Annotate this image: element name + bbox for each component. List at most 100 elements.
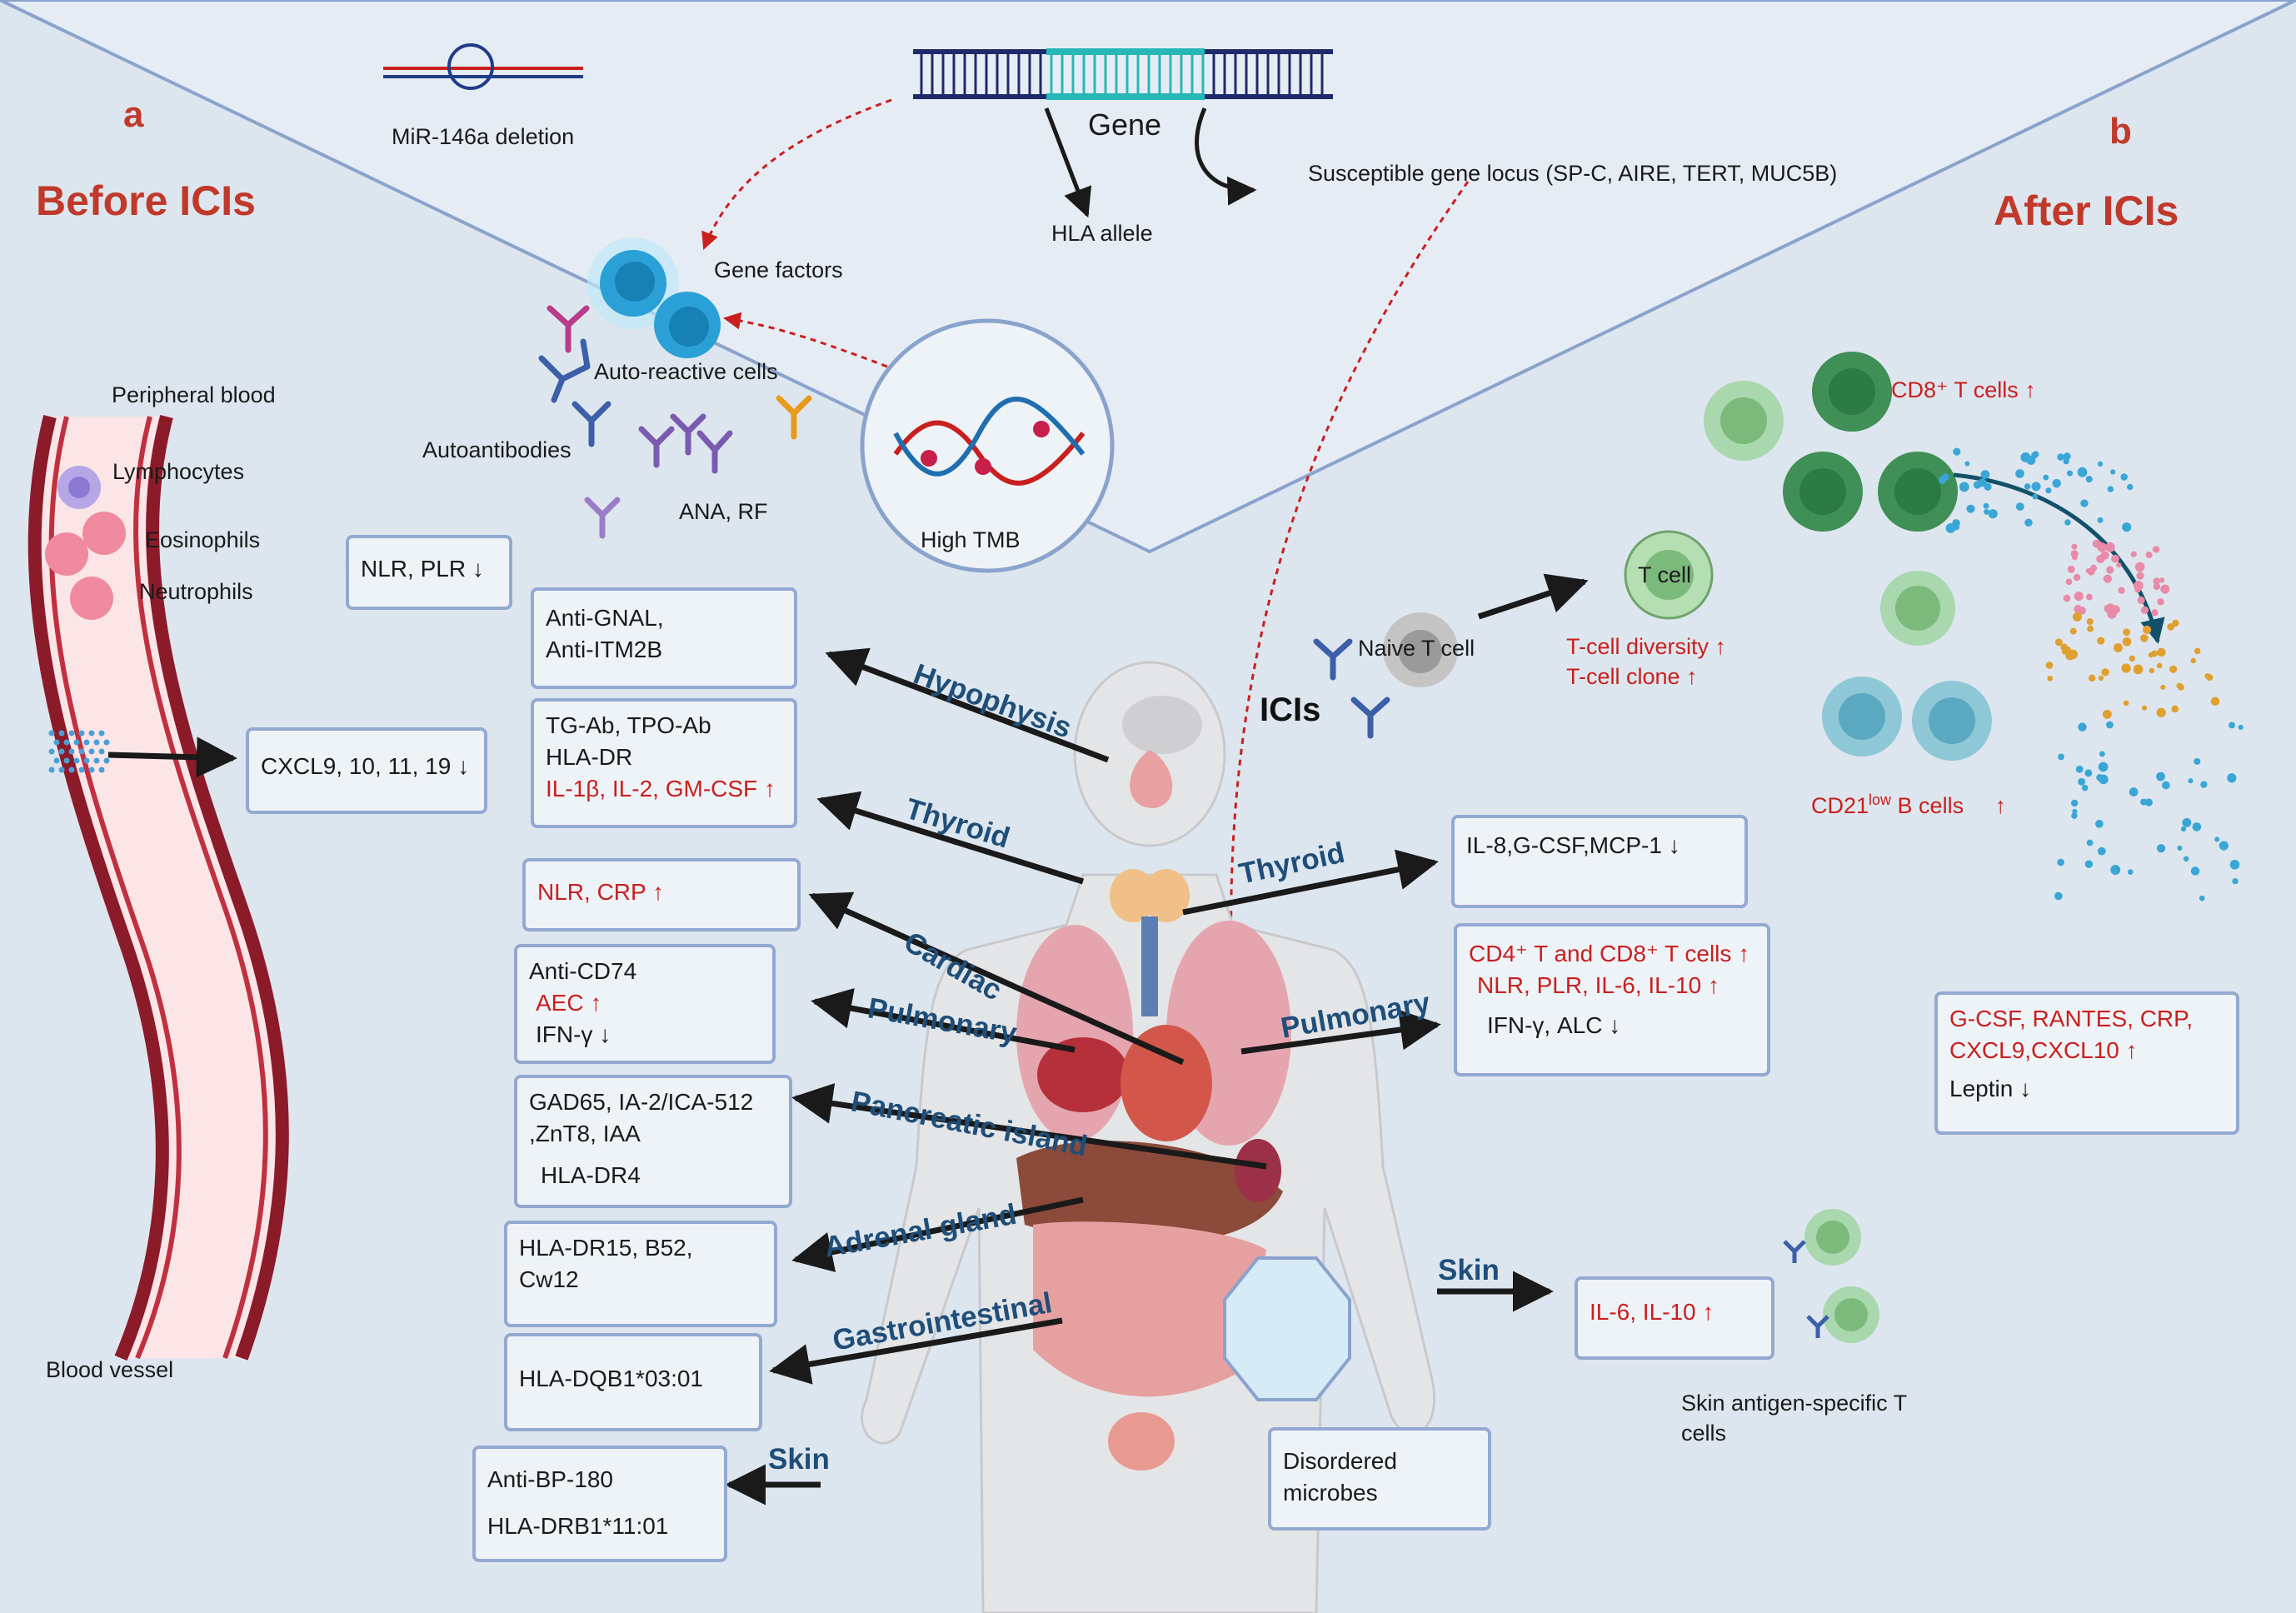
cd21-rest-label: B cells [1891, 793, 1964, 818]
skin-cells-label-1: Skin antigen-specific T [1681, 1391, 1908, 1416]
auto-reactive-cells-label: Auto-reactive cells [594, 359, 778, 384]
t-clone-label: T-cell clone [1566, 664, 1680, 689]
thyroid-right-box: IL-8,G-CSF,MCP-1 ↓ [1451, 815, 1748, 908]
box-line: IFN-γ [536, 1021, 593, 1047]
up-arrow: ↑ [1994, 793, 2007, 818]
box-line: AEC [536, 989, 584, 1016]
microbes-octagon [1223, 1256, 1351, 1401]
cd8-label: CD8⁺ T cells [1891, 377, 2019, 402]
skin-cells-label-2: cells [1681, 1421, 1727, 1446]
microbes-box: Disordered microbes [1268, 1427, 1491, 1531]
box-line: Disordered [1283, 1448, 1397, 1474]
box-line: HLA-DRB1*11:01 [487, 1512, 669, 1539]
up-arrow: ↑ [1702, 1299, 1715, 1325]
pulmonary-right-box: CD4⁺ T and CD8⁺ T cells ↑ NLR, PLR, IL-6… [1454, 923, 1770, 1076]
down-arrow: ↓ [1668, 832, 1680, 858]
cxcl-box: CXCL9, 10, 11, 19 ↓ [246, 727, 487, 814]
box-line: Anti-BP-180 [487, 1466, 613, 1492]
thyroid-right-text: IL-8,G-CSF,MCP-1 [1466, 832, 1662, 858]
box-line: IL-1β, IL-2, GM-CSF [546, 775, 758, 802]
box-line: Cw12 [519, 1266, 579, 1292]
box-line: Anti-GNAL, [546, 605, 664, 631]
cxcl-text: CXCL9, 10, 11, 19 [261, 753, 452, 779]
down-arrow: ↓ [457, 753, 470, 779]
down-arrow: ↓ [472, 556, 484, 582]
gastro-text: HLA-DQB1*03:01 [519, 1366, 704, 1391]
panel-letter-b: b [2109, 111, 2132, 152]
down-arrow: ↓ [2019, 1075, 2032, 1101]
up-arrow: ↑ [2024, 377, 2036, 402]
peripheral-blood-label: Peripheral blood [112, 382, 276, 407]
susceptible-locus-label: Susceptible gene locus (SP-C, AIRE, TERT… [1308, 161, 1838, 186]
box-line: HLA-DR15, B52, [519, 1235, 693, 1261]
skin-left-box: Anti-BP-180 HLA-DRB1*11:01 [472, 1446, 727, 1562]
up-arrow: ↑ [651, 879, 664, 905]
organ-label-skin-left: Skin [768, 1443, 830, 1476]
autoantibodies-label: Autoantibodies [422, 437, 572, 462]
box-line: HLA-DR4 [541, 1161, 641, 1188]
cardiac-text: NLR, CRP [537, 879, 646, 905]
serum-box: G-CSF, RANTES, CRP, CXCL9,CXCL10 ↑ Lepti… [1934, 991, 2239, 1135]
mir146a-icon [383, 43, 583, 90]
cardiac-box: NLR, CRP ↑ [522, 858, 801, 931]
box-line: NLR, PLR, IL-6, IL-10 [1477, 971, 1702, 998]
gene-factors-label: Gene factors [714, 257, 843, 282]
high-tmb-circle [860, 318, 1115, 573]
down-arrow: ↓ [599, 1021, 611, 1047]
heading-after: After ICIs [1994, 187, 2179, 234]
gastro-box: HLA-DQB1*03:01 [504, 1333, 762, 1431]
cd8-t-cells-cluster [1704, 352, 1958, 646]
up-arrow: ↑ [763, 775, 776, 802]
dna-helix-icon [893, 397, 1086, 486]
eosinophils-label: Eosinophils [145, 527, 261, 552]
skin-t-cells-icon [1783, 1209, 1879, 1343]
t-cell-label: T cell [1638, 562, 1692, 587]
skin-right-text: IL-6, IL-10 [1590, 1299, 1696, 1325]
skin-right-box: IL-6, IL-10 ↑ [1575, 1276, 1774, 1360]
t-cell-icon [1624, 530, 1714, 620]
hla-allele-label: HLA allele [1051, 221, 1153, 246]
blood-vessel-icon [27, 414, 289, 1361]
naive-t-cell-icon [1383, 612, 1458, 687]
ana-rf-label: ANA, RF [679, 499, 768, 524]
box-line: HLA-DR [546, 743, 633, 770]
naive-t-cell-label: Naive T cell [1358, 636, 1475, 661]
down-arrow: ↓ [1609, 1011, 1621, 1038]
box-line: ,ZnT8, IAA [529, 1120, 641, 1146]
gene-factor-cells-icon [587, 237, 721, 358]
icis-label: ICIs [1260, 692, 1321, 728]
gene-label: Gene [1088, 107, 1162, 142]
thyroid-left-box: TG-Ab, TPO-Ab HLA-DR IL-1β, IL-2, GM-CSF… [531, 698, 797, 828]
up-arrow: ↑ [1715, 634, 1727, 659]
nlr-plr-box: NLR, PLR ↓ [346, 535, 512, 610]
box-line: Anti-ITM2B [546, 636, 663, 662]
heading-before: Before ICIs [36, 177, 256, 224]
panel-letter-a: a [123, 94, 144, 135]
organ-label-skin-right: Skin [1438, 1254, 1500, 1286]
up-arrow: ↑ [1708, 971, 1720, 998]
box-line: TG-Ab, TPO-Ab [546, 712, 711, 738]
up-arrow: ↑ [590, 989, 602, 1016]
autoantibody-icons [538, 305, 812, 539]
box-line: Leptin [1949, 1075, 2014, 1101]
gene-dna-icon [913, 48, 1333, 100]
icis-antibody-icons [1313, 638, 1390, 739]
box-line: IFN-γ, ALC [1487, 1011, 1603, 1038]
t-diversity-label: T-cell diversity [1566, 634, 1710, 659]
up-arrow: ↑ [2125, 1036, 2138, 1063]
lymphocytes-label: Lymphocytes [112, 459, 245, 484]
nlr-plr-text: NLR, PLR [361, 556, 467, 582]
up-arrow: ↑ [1686, 664, 1698, 689]
cd21-label: CD21 [1811, 793, 1869, 818]
box-line: Anti-CD74 [529, 958, 637, 984]
adrenal-box: HLA-DR15, B52, Cw12 [504, 1221, 777, 1327]
box-line: CD4⁺ T and CD8⁺ T cells [1469, 941, 1732, 966]
mir146a-label: MiR-146a deletion [392, 124, 575, 149]
up-arrow: ↑ [1738, 941, 1750, 966]
box-line: microbes [1283, 1479, 1378, 1506]
pancreatic-box: GAD65, IA-2/ICA-512 ,ZnT8, IAA HLA-DR4 [514, 1075, 792, 1208]
cd21-superscript: low [1869, 792, 1892, 808]
blood-vessel-label: Blood vessel [46, 1357, 174, 1382]
box-line: G-CSF, RANTES, CRP, [1949, 1006, 2193, 1031]
